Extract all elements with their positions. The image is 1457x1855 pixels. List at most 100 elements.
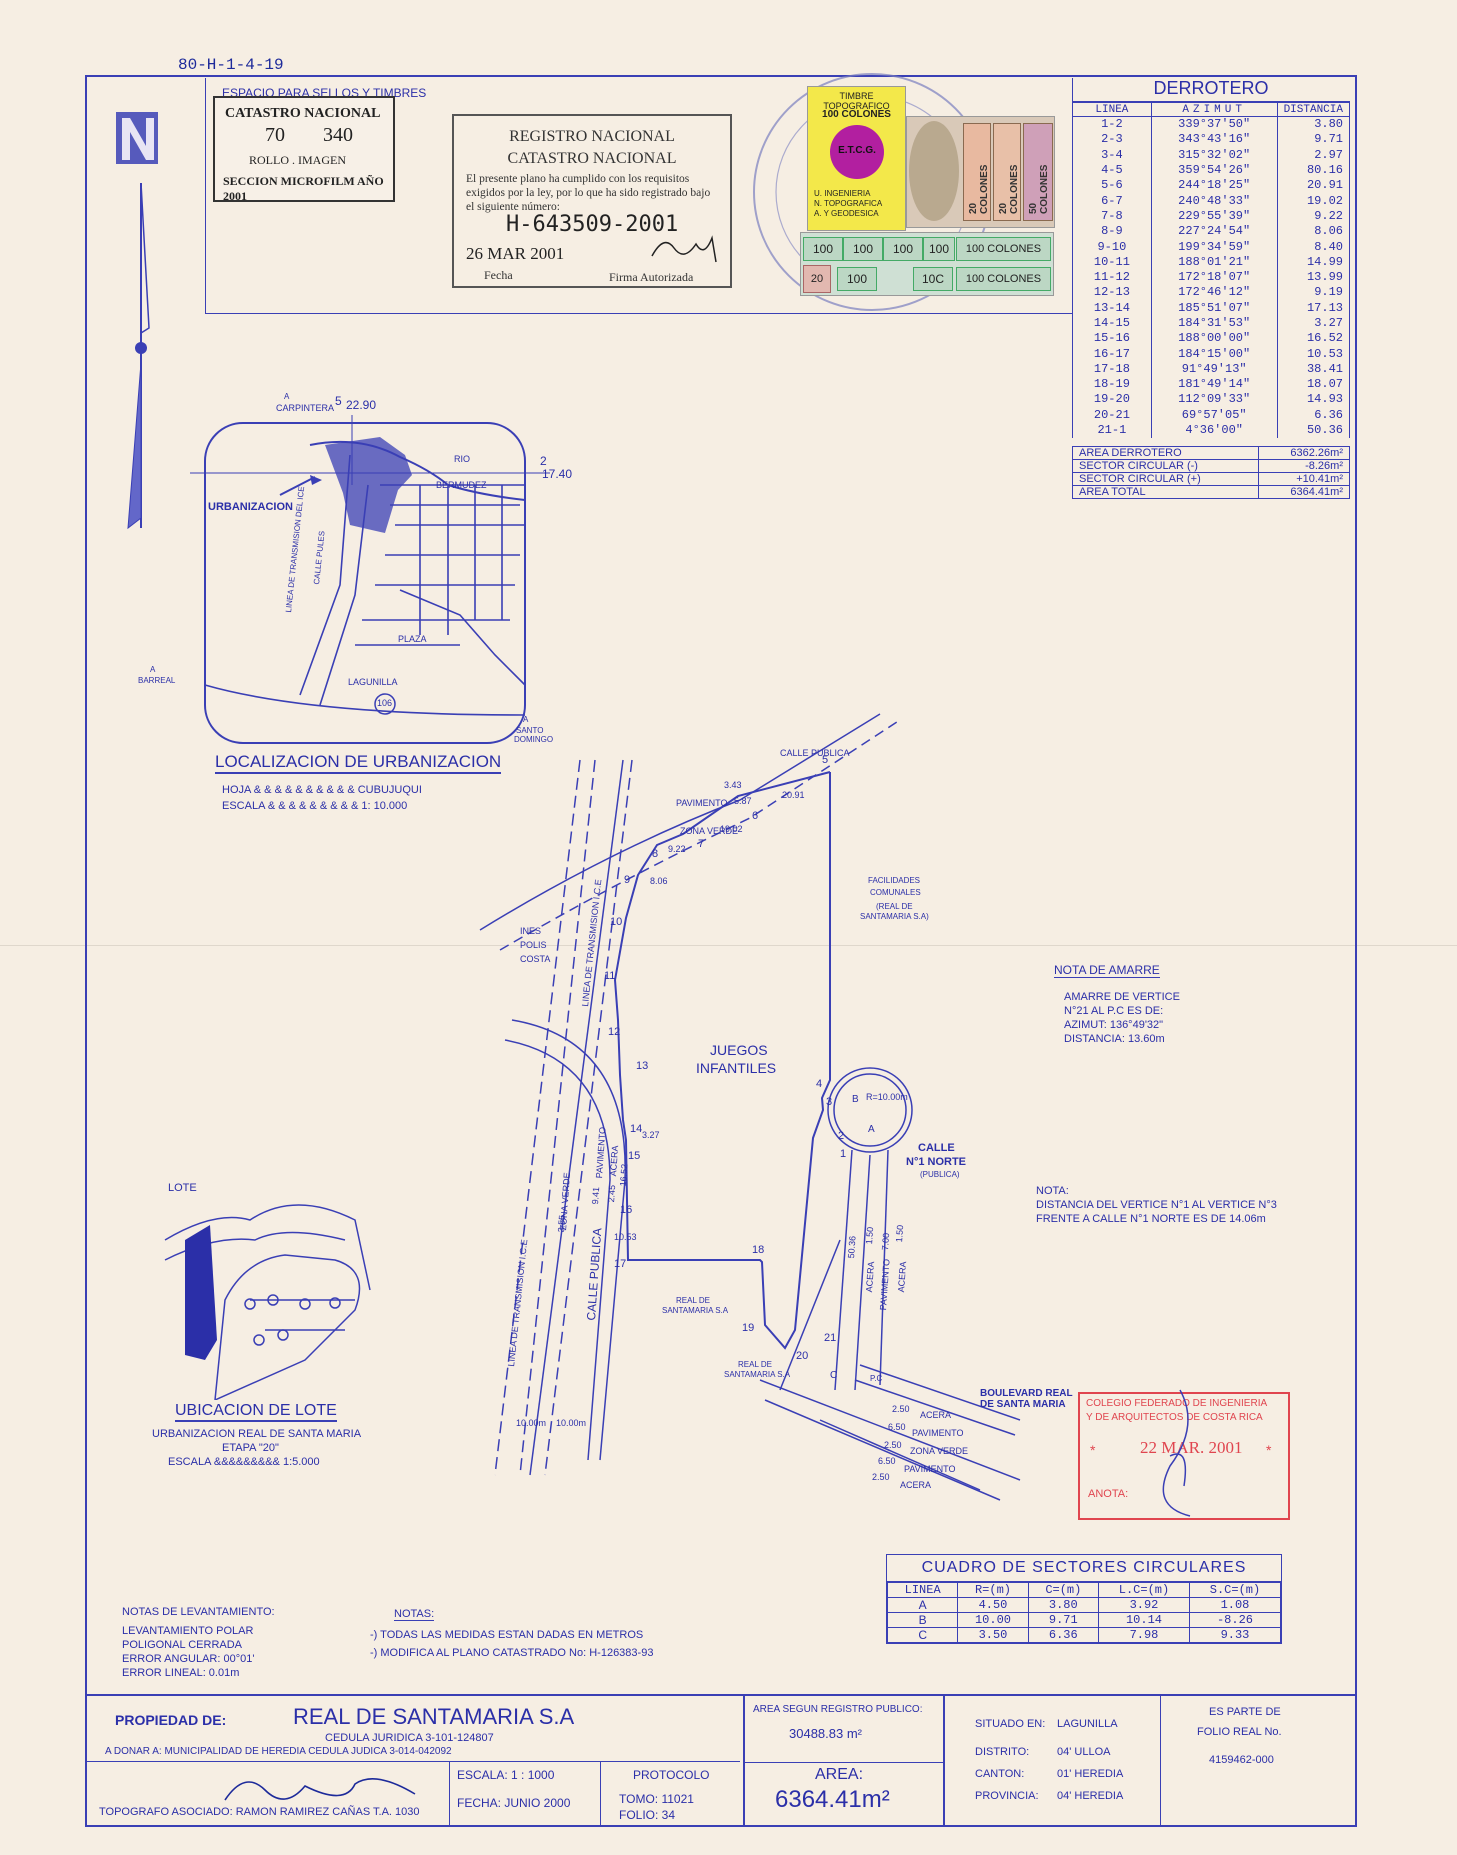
loc-urbanizacion: URBANIZACION (208, 501, 293, 513)
vertex-label: 2 (838, 1130, 845, 1142)
plan-dimension-label: P.C (870, 1374, 883, 1383)
plan-dimension-label: A (868, 1124, 875, 1135)
derrotero-total-label: AREA DERROTERO (1071, 445, 1260, 460)
microfilm-label: SECCION MICROFILM AÑO 2001 (223, 174, 384, 203)
rollo-imagen-label: ROLLO . IMAGEN (249, 153, 346, 167)
plan-street-label: 16.52 (618, 1163, 630, 1187)
derrotero-distance: 6.36 (1276, 407, 1351, 423)
derrotero-azimut: 181°49'14" (1150, 376, 1278, 392)
situado-value: LAGUNILLA (1057, 1718, 1118, 1730)
stamp-100: 100 (883, 237, 923, 261)
boulevard-1: BOULEVARD REAL (980, 1388, 1073, 1399)
lote-label: LOTE (168, 1182, 197, 1194)
plan-dimension-label: PAVIMENTO (904, 1464, 956, 1474)
distrito-label: DISTRITO: (975, 1746, 1030, 1758)
derrotero-line: 16-17 (1072, 345, 1152, 362)
folio-real-2: FOLIO REAL No. (1197, 1726, 1282, 1738)
derrotero-line: 21-1 (1072, 422, 1152, 438)
calle-norte-3: (PUBLICA) (920, 1170, 960, 1179)
vertex-label: 8 (652, 848, 659, 860)
derrotero-distance: 8.40 (1276, 238, 1351, 255)
loc-rio: RIO (454, 454, 471, 464)
stamp-100: 100 (803, 237, 843, 261)
vertex-label: 6 (752, 810, 759, 822)
plan-dimension-label: ACERA (920, 1410, 952, 1420)
nota-amarre-line: N°21 AL P.C ES DE: (1064, 1005, 1164, 1017)
vertex-label: 3 (826, 1096, 833, 1108)
plan-dimension-label: 9.22 (668, 844, 686, 854)
derrotero-line: 7-8 (1072, 208, 1152, 224)
derrotero-total-value: -8.26m² (1258, 458, 1350, 473)
escala-value: ESCALA: 1 : 1000 (457, 1768, 555, 1782)
plan-dimension-label: 3.27 (642, 1130, 660, 1140)
loc-plaza: PLAZA (398, 634, 427, 644)
provincia-value: 04' HEREDIA (1057, 1790, 1124, 1802)
cuadro-header: L.C=(m) (1097, 1582, 1190, 1598)
timbre-line: N. TOPOGRAFICA (814, 199, 883, 208)
loc-vertex-5: 5 (335, 394, 342, 408)
cuadro-value: 10.00 (957, 1612, 1029, 1628)
derrotero-total-row: SECTOR CIRCULAR (+)+10.41m² (1071, 471, 1350, 486)
plan-dimension-label: 10.00m (516, 1418, 547, 1428)
ubicacion-title: UBICACION DE LOTE (175, 1402, 337, 1422)
derrotero-distance: 38.41 (1276, 361, 1351, 377)
canton-label: CANTON: (975, 1768, 1025, 1780)
ines-3: COSTA (520, 954, 551, 964)
facilidades-3: (REAL DE (876, 902, 913, 911)
derrotero-line: 14-15 (1072, 315, 1152, 331)
fiscal-stamps-upper: 20 COLONES 20 COLONES 50 COLONES (906, 116, 1055, 228)
derrotero-azimut: 227°24'54" (1150, 223, 1278, 239)
notas-line: -) MODIFICA AL PLANO CATASTRADO No: H-12… (370, 1647, 654, 1659)
derrotero-azimut: 240°48'33" (1150, 192, 1278, 209)
derrotero-line: 9-10 (1072, 238, 1152, 255)
propiedad-label: PROPIEDAD DE: (115, 1712, 227, 1728)
derrotero-total-value: 6364.41m² (1258, 484, 1350, 499)
notas-levantamiento-line: LEVANTAMIENTO POLAR (122, 1625, 254, 1637)
site-plan (479, 713, 1021, 1501)
vertex-label: 4 (816, 1078, 823, 1090)
plan-dimension-label: 5.87 (734, 796, 752, 806)
timbre-line: A. Y GEODESICA (814, 209, 879, 218)
title-block: PROPIEDAD DE: REAL DE SANTAMARIA S.A CED… (85, 1694, 1355, 1826)
juegos-2: INFANTILES (696, 1060, 777, 1076)
derrotero-azimut: 188°01'21" (1150, 254, 1278, 270)
owner-name: REAL DE SANTAMARIA S.A (293, 1704, 575, 1729)
derrotero-total-label: SECTOR CIRCULAR (+) (1071, 471, 1260, 486)
notas-levantamiento-line: ERROR ANGULAR: 00°01' (122, 1653, 255, 1665)
derrotero-line: 5-6 (1072, 177, 1152, 193)
derrotero-distance: 80.16 (1276, 162, 1351, 178)
vertex-label: 5 (822, 754, 829, 766)
donar-line: A DONAR A: MUNICIPALIDAD DE HEREDIA CEDU… (105, 1746, 452, 1757)
area-label: AREA: (815, 1766, 864, 1783)
loc-a-top: A (284, 392, 290, 401)
timbre-title: TIMBRE TOPOGRAFICO (823, 91, 890, 111)
stamp-100: 10C (913, 267, 953, 291)
timbre-topografico: TIMBRE TOPOGRAFICO 100 COLONES E.T.C.G. … (807, 86, 906, 231)
derrotero-azimut: 184°31'53" (1150, 315, 1278, 331)
drawing-frame (85, 75, 1357, 1827)
plan-dimension-label: CALLE PUBLICA (780, 748, 850, 758)
stamp-20-colones-1: 20 COLONES (963, 123, 991, 221)
ubicacion-line-3: ESCALA &&&&&&&&& 1:5.000 (168, 1456, 320, 1468)
derrotero-azimut: 339°37'50" (1150, 116, 1278, 132)
loc-vertex-2: 2 (540, 454, 547, 468)
colegio-date: 22 MAR. 2001 (1140, 1438, 1243, 1457)
protocolo-title: PROTOCOLO (633, 1768, 710, 1782)
plan-dimension-label: C (830, 1370, 838, 1381)
vertex-label: 9 (624, 874, 631, 886)
plan-dimension-label: ZONA VERDE (680, 826, 739, 836)
loc-a-right: A (523, 715, 529, 724)
image-number: 340 (323, 124, 353, 146)
derrotero-line: 17-18 (1072, 361, 1152, 377)
plan-street-label: 2.45 (606, 1184, 618, 1203)
stamp-100-colones: 100 COLONES (956, 267, 1051, 291)
colegio-anota: ANOTA: (1088, 1488, 1129, 1500)
plan-dimension-label: B (852, 1094, 859, 1105)
plan-dimension-label: 20.91 (782, 790, 805, 800)
facilidades-2: COMUNALES (870, 888, 921, 897)
